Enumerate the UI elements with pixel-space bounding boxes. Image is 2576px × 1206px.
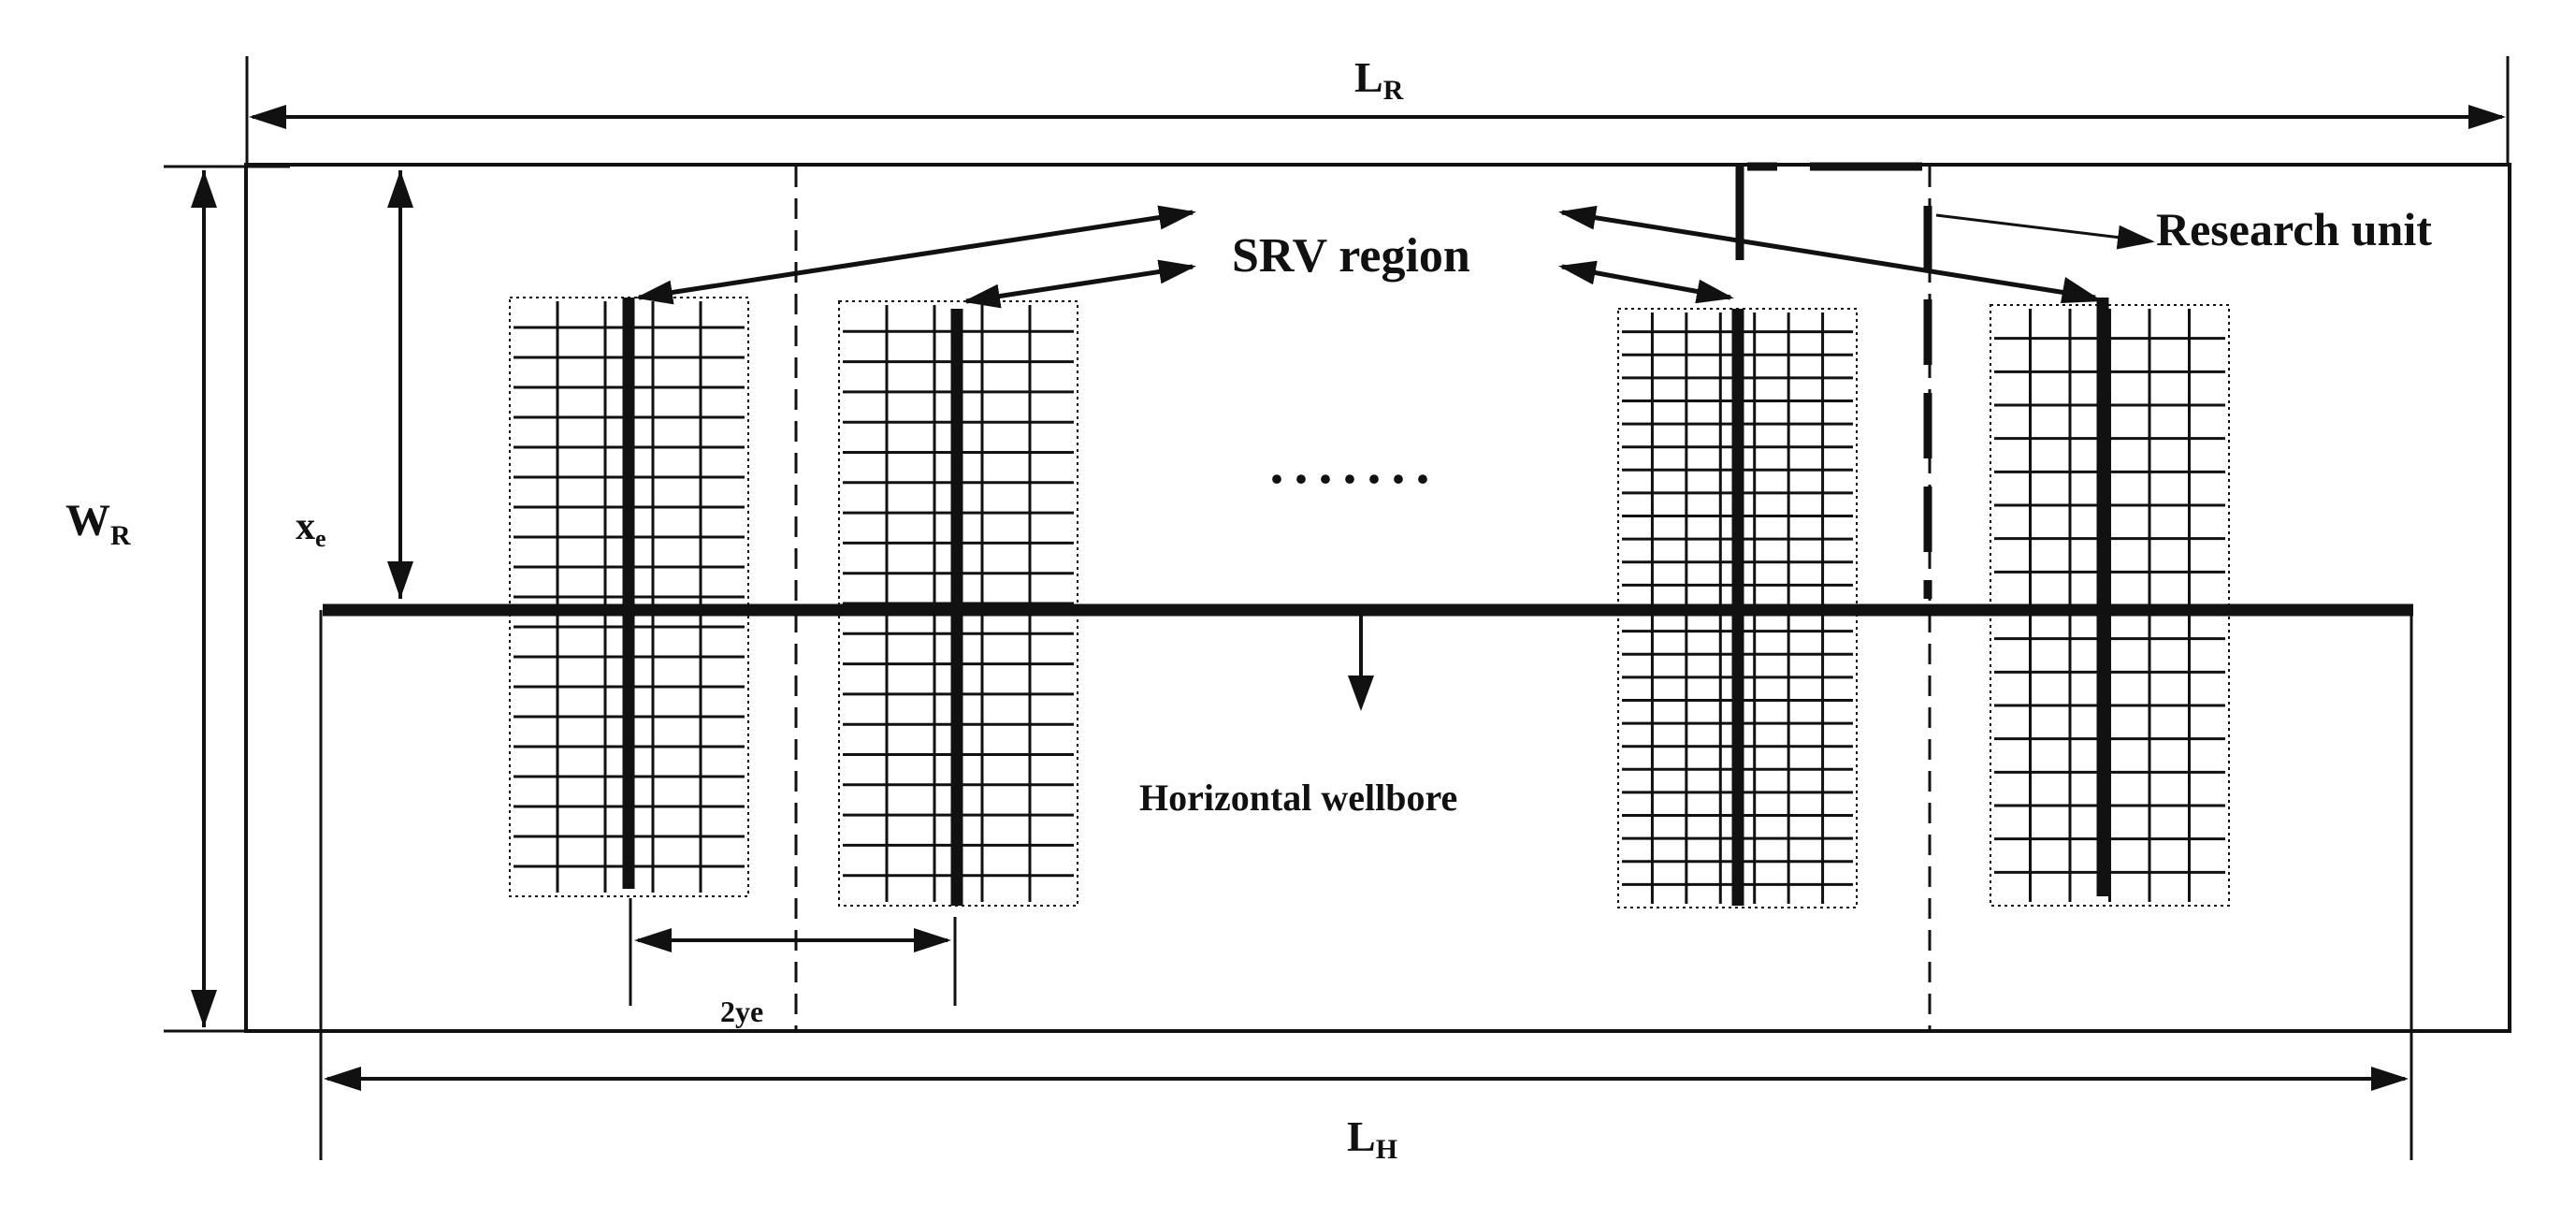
lh-label: LH — [1347, 1112, 1397, 1165]
srv-pointer-3 — [1558, 260, 1734, 304]
srv-pointer-4 — [1558, 205, 2096, 300]
srv-pointer-4-head — [2061, 277, 2103, 303]
srv-pointer-2 — [962, 259, 1196, 309]
wr-arrow-bottom — [191, 990, 217, 1027]
research-unit-label: Research unit — [2156, 203, 2432, 255]
xe-arrow-top — [387, 170, 413, 208]
srv-grids — [509, 297, 2230, 908]
srv-region-label: SRV region — [1232, 229, 1470, 283]
continuation-ellipsis: ······· — [1267, 448, 1438, 510]
wr-arrow-top — [191, 170, 217, 208]
wellbore-pointer-arrow — [1348, 676, 1374, 711]
horizontal-wellbore-label: Horizontal wellbore — [1139, 777, 1457, 819]
xe-arrow-bottom — [387, 561, 413, 599]
srv-pointer-1 — [635, 205, 1196, 305]
reservoir-boundary — [244, 163, 2511, 1033]
wr-label: WR — [65, 496, 131, 551]
xe-label: xe — [296, 505, 326, 552]
lr-label: LR — [1354, 53, 1404, 106]
two-ye-label: 2ye — [720, 995, 763, 1028]
research-unit-pointer — [1935, 213, 2155, 250]
